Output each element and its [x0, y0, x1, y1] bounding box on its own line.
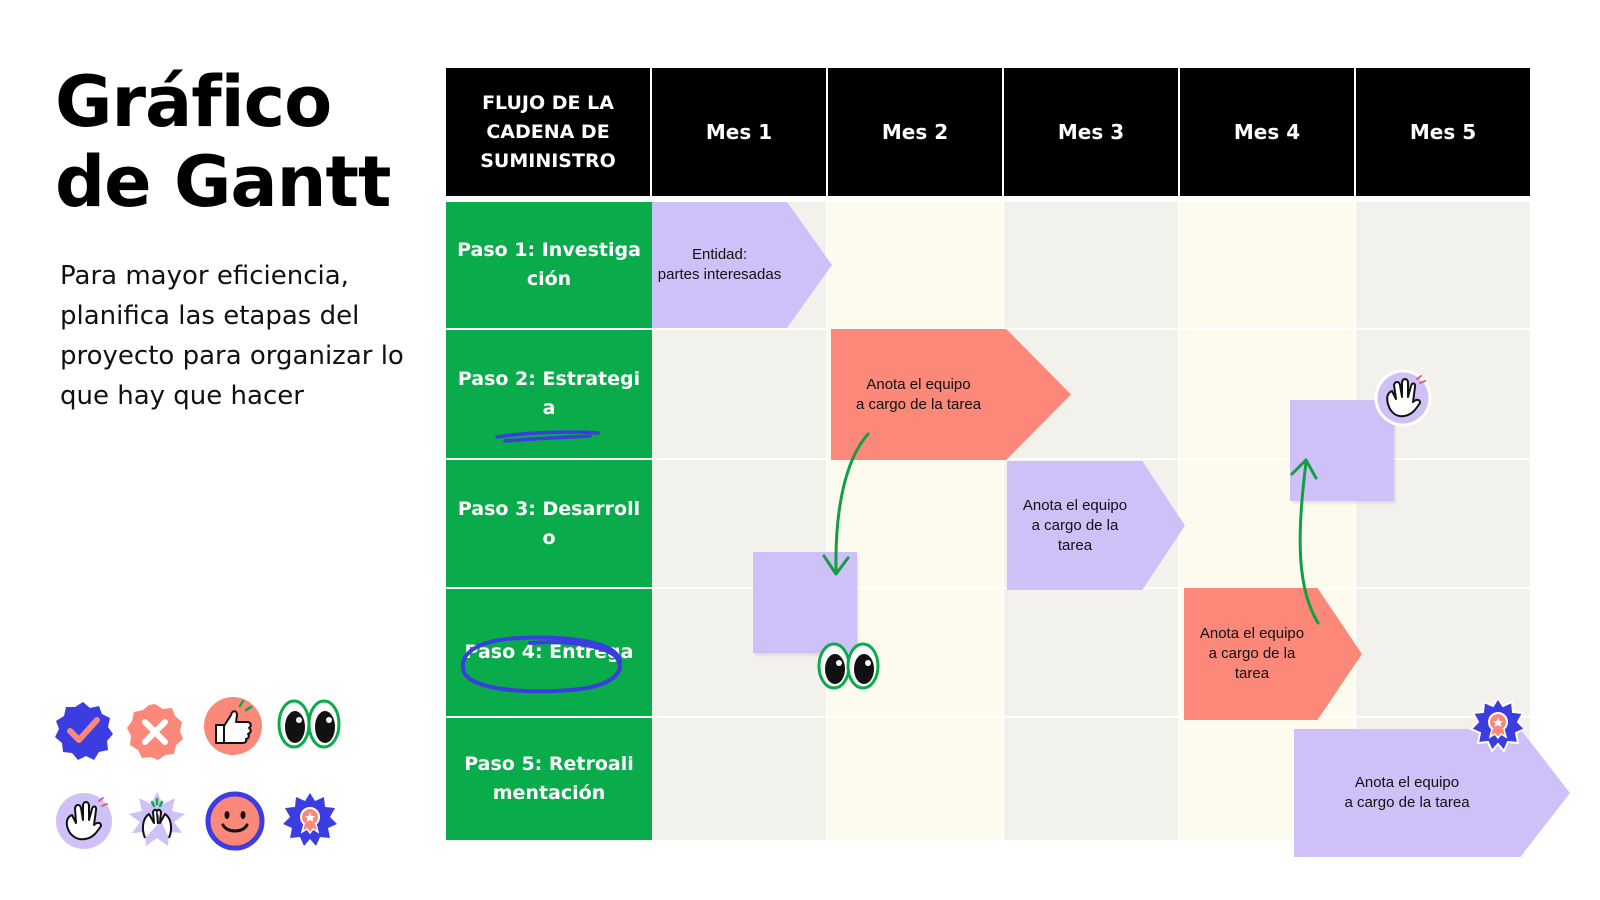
step-3-cell: Paso 3: Desarrollo	[446, 460, 652, 587]
header-mes-4: Mes 4	[1180, 68, 1354, 196]
column-mes-2-bg	[828, 202, 1002, 840]
waving-hand-icon	[1374, 369, 1432, 427]
sticky-note[interactable]	[753, 552, 857, 653]
title-line-1: Gráfico	[55, 61, 332, 143]
eyes-icon	[817, 642, 880, 690]
award-badge-icon	[1469, 696, 1527, 753]
task-bar-1[interactable]: Entidad:partes interesadas	[652, 202, 832, 328]
eyes-icon	[277, 699, 341, 749]
row-divider	[652, 328, 1530, 330]
thumbs-up-icon	[204, 697, 262, 755]
header-mes-5: Mes 5	[1356, 68, 1530, 196]
header-flow: FLUJO DE LA CADENA DE SUMINISTRO	[446, 68, 650, 196]
task-1-text: Entidad:partes interesadas	[657, 246, 782, 283]
step-1-cell: Paso 1: Investigación	[446, 202, 652, 328]
page-title: Gráfico de Gantt	[55, 61, 391, 223]
award-badge-icon	[283, 793, 337, 846]
header-mes-2: Mes 2	[828, 68, 1002, 196]
x-badge-icon	[127, 704, 183, 760]
clapping-hands-icon	[129, 792, 185, 846]
row-divider	[652, 716, 1530, 718]
step-5-cell: Paso 5: Retroalimentación	[446, 718, 652, 840]
step-4-cell: Paso 4: Entrega	[446, 589, 652, 716]
row-divider	[652, 458, 1530, 460]
smiley-face-icon	[205, 791, 265, 851]
title-line-2: de Gantt	[55, 141, 391, 223]
step-2-cell: Paso 2: Estrategia	[446, 330, 652, 458]
header-mes-1: Mes 1	[652, 68, 826, 196]
waving-hand-icon	[56, 793, 112, 849]
check-badge-icon	[55, 702, 113, 760]
subtitle: Para mayor eficiencia, planifica las eta…	[60, 261, 404, 411]
header-mes-3: Mes 3	[1004, 68, 1178, 196]
